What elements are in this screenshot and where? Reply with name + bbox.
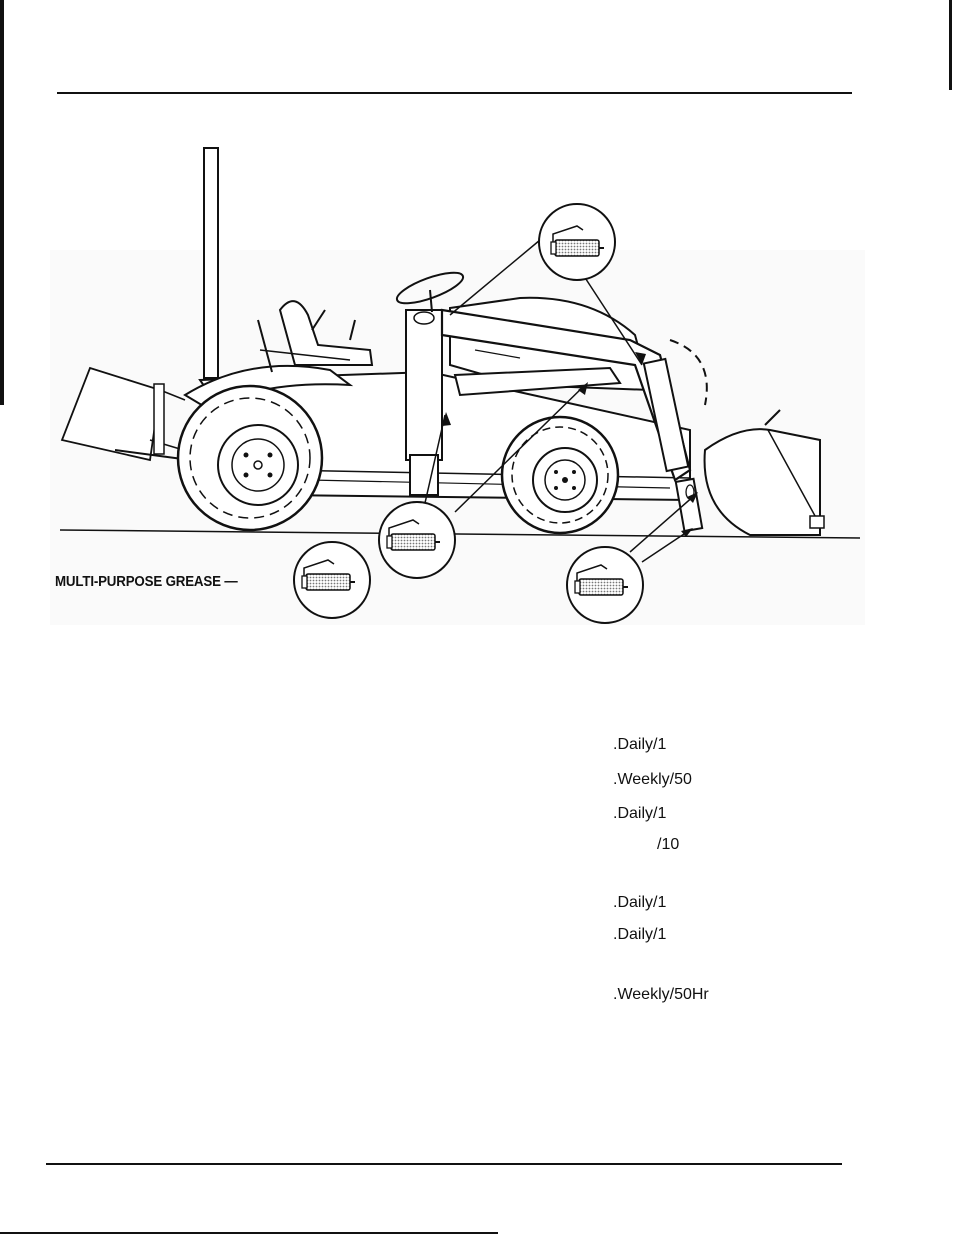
schedule-item: .Weekly/50 [613,771,692,788]
footer-rule [46,1163,842,1165]
right-edge-bar [949,0,952,90]
tractor-lubrication-figure [50,140,870,630]
left-edge-bar [0,0,4,405]
multi-purpose-grease-label: MULTI-PURPOSE GREASE — [55,574,238,590]
schedule-item: .Daily/1 [613,805,667,822]
schedule-item: .Daily/1 [613,926,667,943]
schedule-item: .Daily/1 [613,894,667,911]
schedule-item: .Weekly/50Hr [613,986,709,1003]
schedule-item: /10 [657,836,680,853]
grease-callout-middle [378,501,456,579]
tractor-illustration [50,147,865,625]
page-foot-rule [0,1232,498,1234]
grease-callout-left [293,541,371,619]
schedule-item: .Daily/1 [613,736,667,753]
grease-callout-right [566,546,644,624]
header-rule [57,92,852,94]
grease-callout-top [538,203,616,281]
